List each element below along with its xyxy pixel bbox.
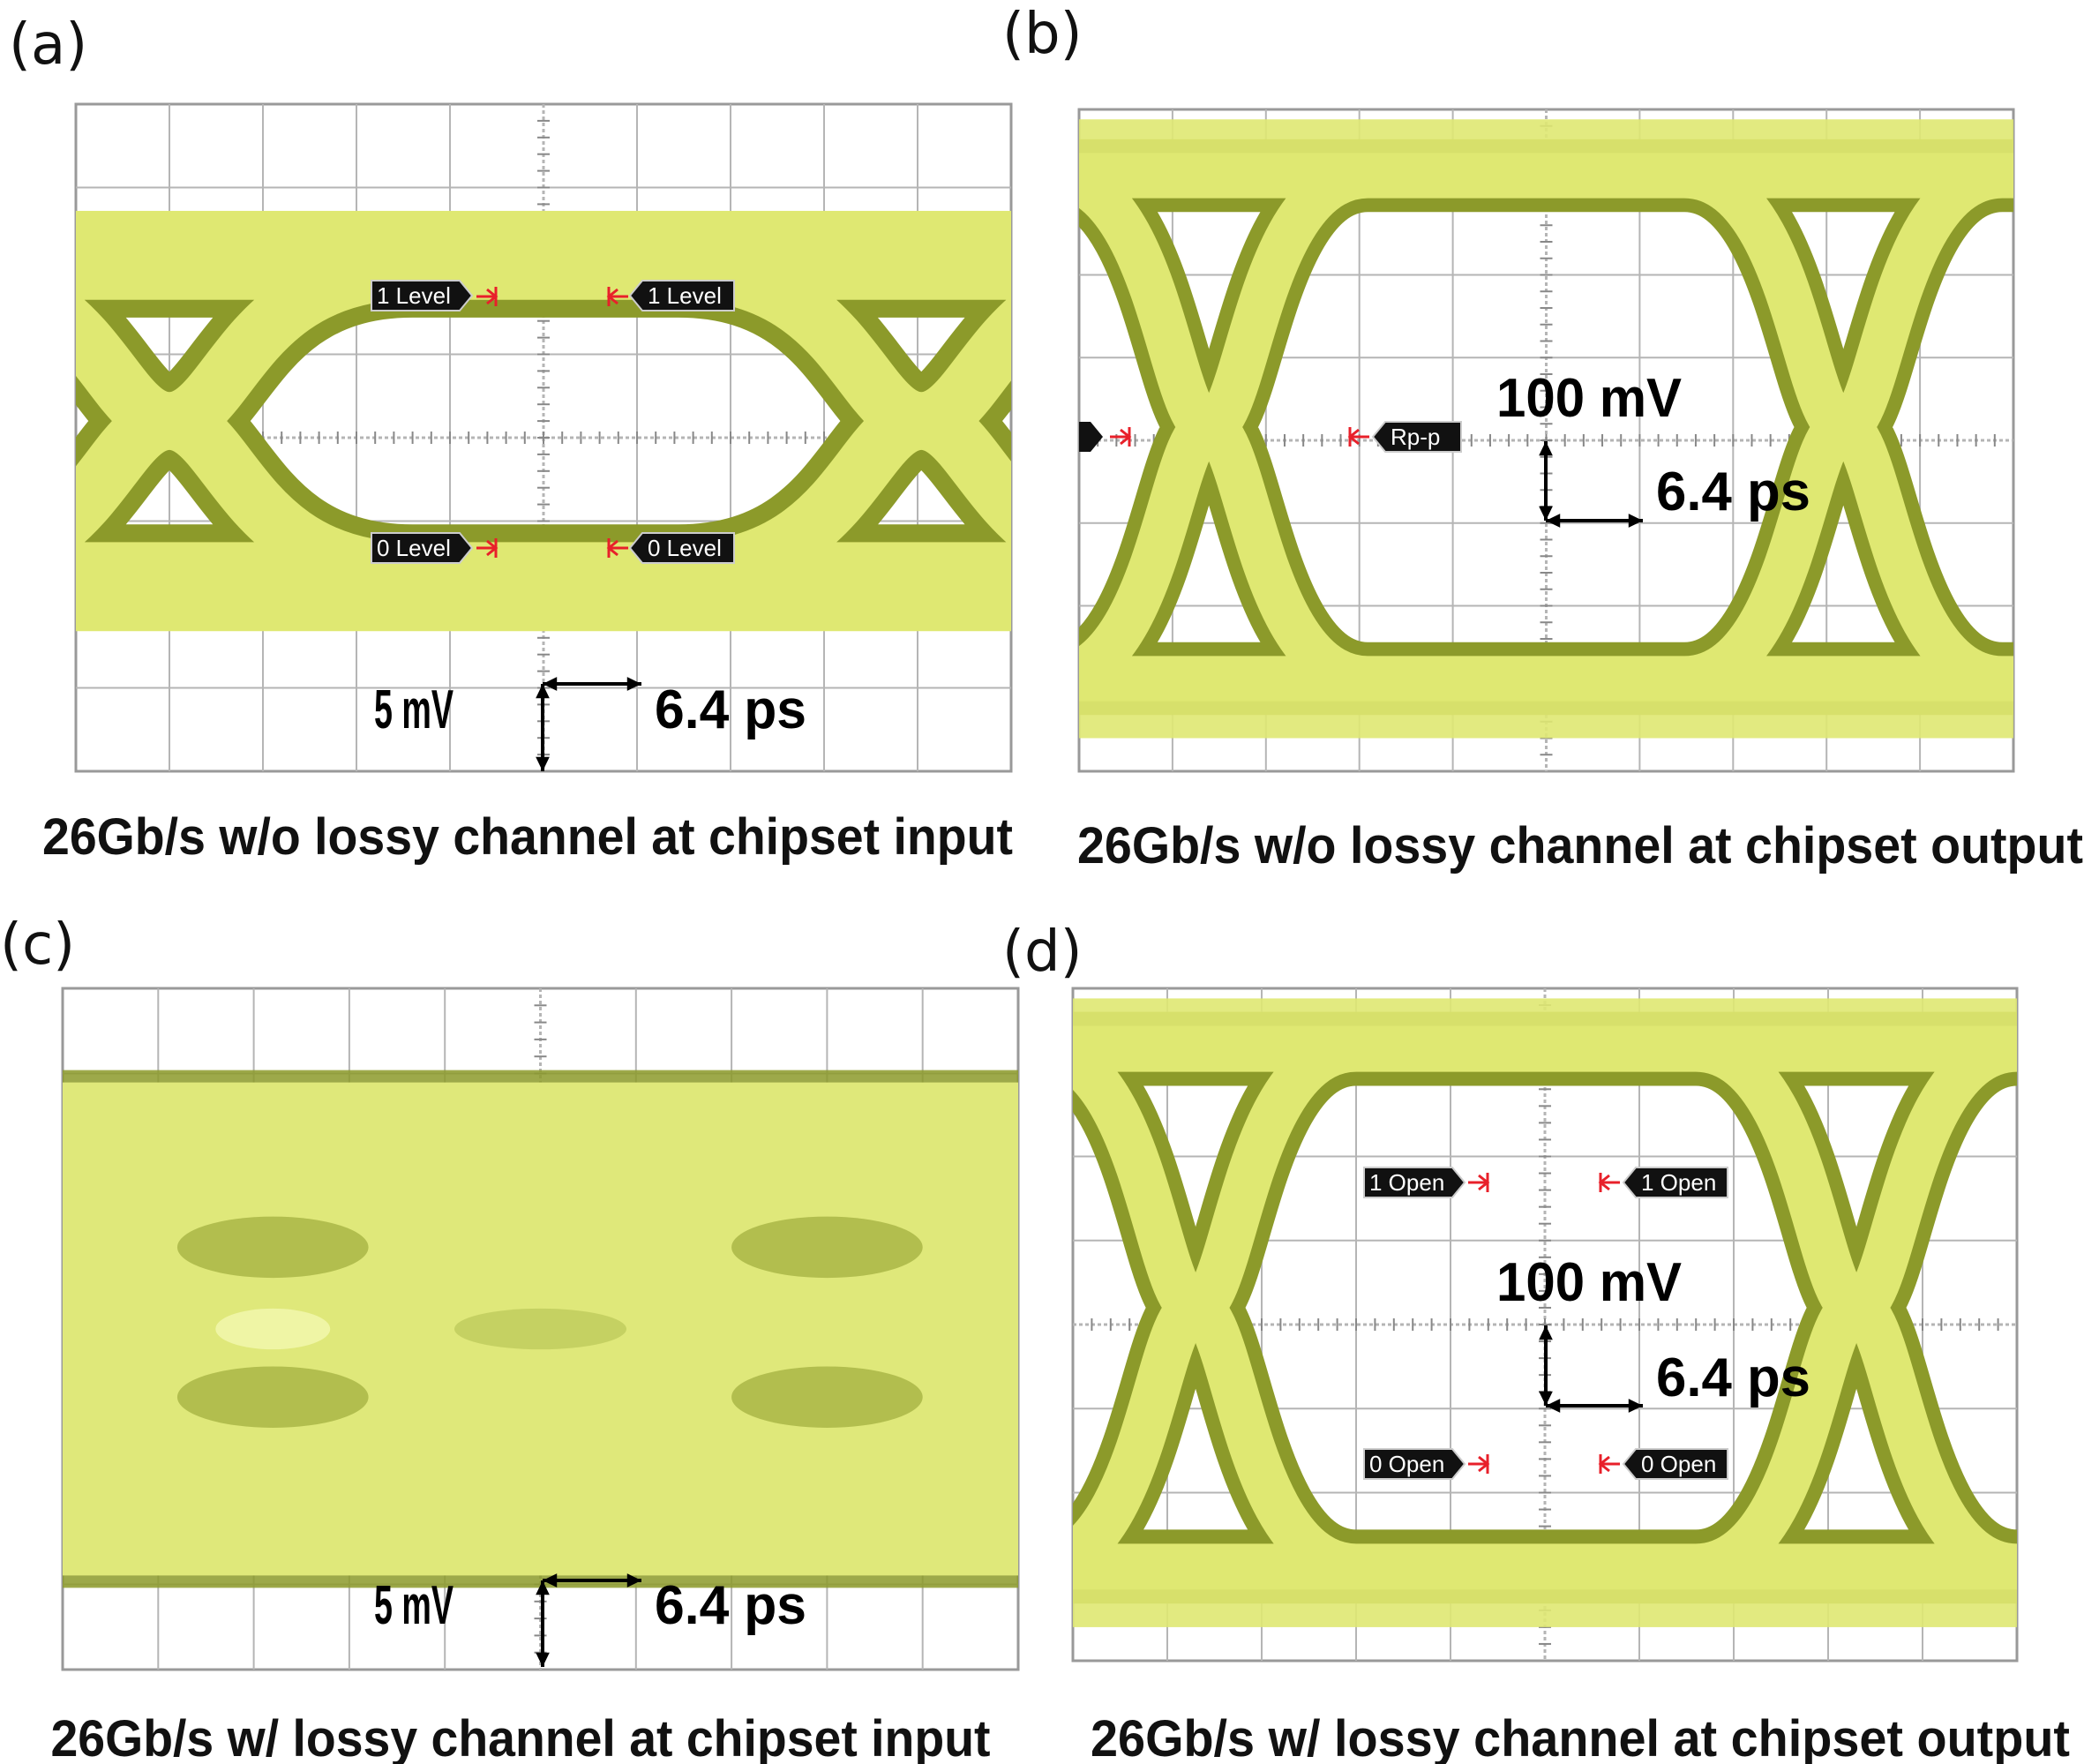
marker-arrow-right-icon bbox=[1110, 427, 1132, 447]
eye-traces bbox=[1079, 119, 2013, 739]
marker-arrow-right-icon bbox=[1468, 1173, 1490, 1192]
panel-d-caption: 26Gb/s w/ lossy channel at chipset outpu… bbox=[1091, 1710, 2070, 1764]
panel-b-voltage-scale: 100 mV bbox=[1496, 368, 1682, 429]
marker-tag-rp-p: Rp-p bbox=[1371, 421, 1462, 453]
eye-traces bbox=[76, 210, 1011, 632]
panel-c-voltage-scale: 5 mV bbox=[374, 1575, 454, 1636]
time-scale-arrow-icon bbox=[1546, 514, 1643, 528]
marker-tag-0-level-right: 0 Level bbox=[628, 532, 735, 564]
marker-arrow-right-icon bbox=[1468, 1454, 1490, 1474]
time-scale-arrow-icon bbox=[1546, 1399, 1643, 1413]
marker-tag-partial bbox=[1079, 422, 1103, 452]
svg-text:1 Level: 1 Level bbox=[377, 282, 451, 309]
eye-traces bbox=[63, 1070, 1018, 1588]
panel-a-voltage-scale: 5 mV bbox=[374, 679, 454, 740]
svg-text:1 Open: 1 Open bbox=[1369, 1169, 1444, 1196]
time-scale-arrow-icon bbox=[543, 677, 641, 691]
marker-tag-1-open-right: 1 Open bbox=[1622, 1167, 1728, 1198]
svg-text:Rp-p: Rp-p bbox=[1391, 424, 1440, 450]
panel-a-plot bbox=[74, 102, 1013, 773]
panel-c-time-scale: 6.4 ps bbox=[655, 1575, 806, 1636]
panel-c-caption: 26Gb/s w/ lossy channel at chipset input bbox=[51, 1710, 991, 1764]
panel-a-caption: 26Gb/s w/o lossy channel at chipset inpu… bbox=[42, 808, 1013, 866]
marker-tag-1-level-right: 1 Level bbox=[628, 280, 735, 312]
voltage-scale-arrow-icon bbox=[536, 1580, 550, 1667]
marker-arrow-left-icon bbox=[1347, 427, 1369, 447]
voltage-scale-arrow-icon bbox=[536, 684, 550, 771]
panel-b-time-scale: 6.4 ps bbox=[1656, 462, 1810, 522]
marker-arrow-right-icon bbox=[476, 287, 499, 306]
panel-c-letter: (c) bbox=[0, 912, 75, 978]
marker-arrow-right-icon bbox=[476, 538, 499, 558]
panel-a-time-scale: 6.4 ps bbox=[655, 679, 806, 740]
marker-arrow-left-icon bbox=[606, 538, 628, 558]
marker-tag-1-open-left: 1 Open bbox=[1363, 1167, 1466, 1198]
svg-text:1 Open: 1 Open bbox=[1641, 1169, 1716, 1196]
svg-text:0 Level: 0 Level bbox=[377, 535, 451, 561]
marker-tag-0-open-right: 0 Open bbox=[1622, 1448, 1728, 1480]
svg-text:0 Level: 0 Level bbox=[648, 535, 722, 561]
svg-text:1 Level: 1 Level bbox=[648, 282, 722, 309]
marker-arrow-left-icon bbox=[1598, 1454, 1620, 1474]
panel-d-letter: (d) bbox=[1002, 920, 1083, 985]
marker-tag-0-open-left: 0 Open bbox=[1363, 1448, 1466, 1480]
panel-b-caption: 26Gb/s w/o lossy channel at chipset outp… bbox=[1077, 817, 2083, 874]
svg-text:0 Open: 0 Open bbox=[1641, 1451, 1716, 1477]
marker-tag-0-level-left: 0 Level bbox=[371, 532, 474, 564]
marker-tag-1-level-left: 1 Level bbox=[371, 280, 474, 312]
time-scale-arrow-icon bbox=[543, 1573, 641, 1588]
voltage-scale-arrow-icon bbox=[1539, 1325, 1553, 1406]
panel-d-voltage-scale: 100 mV bbox=[1496, 1252, 1682, 1313]
marker-arrow-left-icon bbox=[1598, 1173, 1620, 1192]
panel-a-letter: (a) bbox=[9, 12, 87, 78]
panel-c-plot bbox=[61, 987, 1020, 1671]
voltage-scale-arrow-icon bbox=[1539, 441, 1553, 521]
panel-b-plot bbox=[1077, 108, 2015, 773]
panel-b-letter: (b) bbox=[1002, 2, 1083, 67]
marker-arrow-left-icon bbox=[606, 287, 628, 306]
svg-text:0 Open: 0 Open bbox=[1369, 1451, 1444, 1477]
panel-d-plot bbox=[1071, 987, 2019, 1663]
panel-d-time-scale: 6.4 ps bbox=[1656, 1347, 1810, 1408]
eye-traces bbox=[1073, 998, 2017, 1627]
